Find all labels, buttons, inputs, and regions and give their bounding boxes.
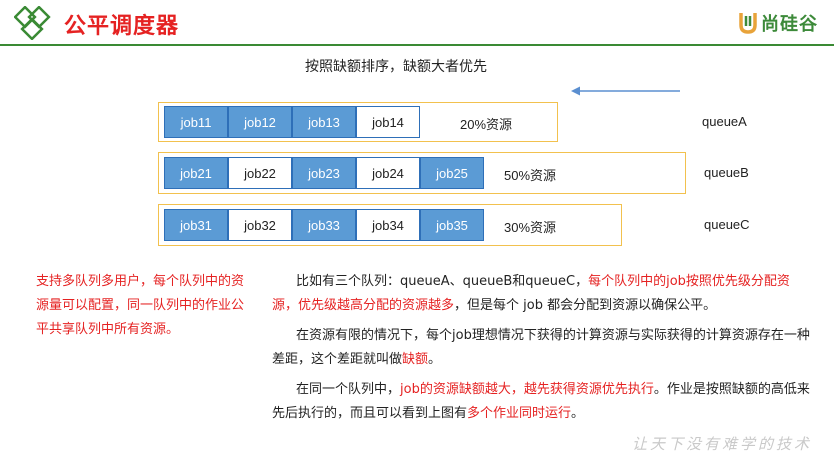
job-cell: job31 [164, 209, 228, 241]
job-cell: job35 [420, 209, 484, 241]
feature-note: 支持多队列多用户，每个队列中的资源量可以配置，同一队列中的作业公平共享队列中所有… [36, 274, 245, 337]
queue-b-jobs: job21 job22 job23 job24 job25 [164, 157, 484, 189]
highlight-text: 缺额 [402, 352, 429, 367]
queue-frame-b [158, 152, 686, 194]
text-span: 在资源有限的情况下，每个job理想情况下获得的计算资源与实际获得的计算资源存在一… [272, 328, 810, 367]
brand-mark-icon [739, 13, 757, 34]
highlight-text: 每个队列中的job按照优先级分配资源，优先级越高分配的资源越多 [272, 274, 790, 313]
brand-name: 尚硅谷 [761, 14, 818, 35]
queue-b-name: queueB [704, 165, 749, 180]
slide-subtitle: 按照缺额排序，缺额大者优先 [305, 59, 487, 75]
highlight-text: 多个作业同时运行 [467, 406, 572, 421]
job-cell: job13 [292, 106, 356, 138]
job-cell: job11 [164, 106, 228, 138]
brand-logo: 尚硅谷 [738, 10, 818, 36]
text-span: 。 [571, 406, 585, 421]
job-cell: job24 [356, 157, 420, 189]
queue-c-jobs: job31 job32 job33 job34 job35 [164, 209, 484, 241]
queue-b-share: 50%资源 [504, 168, 557, 183]
diamond-logo-icon [14, 6, 51, 40]
queue-c-name: queueC [704, 217, 750, 232]
explanation-paragraph-2: 在资源有限的情况下，每个job理想情况下获得的计算资源与实际获得的计算资源存在一… [272, 324, 812, 372]
job-cell: job22 [228, 157, 292, 189]
text-span: 。 [428, 352, 442, 367]
queue-frame-c [158, 204, 622, 246]
job-cell: job34 [356, 209, 420, 241]
text-span: 在同一个队列中， [296, 382, 401, 397]
text-span: 比如有三个队列：queueA、queueB和queueC， [296, 274, 589, 289]
job-cell: job33 [292, 209, 356, 241]
job-cell: job25 [420, 157, 484, 189]
text-span: 。作业是按照缺额的高低来先后执行的，而且可以看到上图有 [272, 382, 810, 421]
queue-frame-a [158, 102, 558, 142]
header-divider [0, 44, 834, 46]
explanation-paragraph-3: 在同一个队列中，job的资源缺额越大，越先获得资源优先执行。作业是按照缺额的高低… [272, 378, 812, 426]
arrow-left-icon [571, 86, 680, 96]
job-cell: job12 [228, 106, 292, 138]
job-cell: job21 [164, 157, 228, 189]
queue-c-share: 30%资源 [504, 220, 557, 235]
slide-title: 公平调度器 [64, 14, 180, 39]
highlight-text: job的资源缺额越大，越先获得资源优先执行 [400, 382, 654, 397]
queue-a-jobs: job11 job12 job13 job14 [164, 106, 420, 138]
text-span: ，但是每个 job 都会分配到资源以确保公平。 [454, 298, 717, 313]
slide-header: 公平调度器 尚硅谷 [0, 0, 834, 46]
queue-a-name: queueA [702, 114, 747, 129]
explanation-paragraph-1: 比如有三个队列：queueA、queueB和queueC，每个队列中的job按照… [272, 270, 812, 318]
queue-a-share: 20%资源 [460, 117, 513, 132]
footer-slogan: 让天下没有难学的技术 [631, 435, 812, 453]
explanation-text: 比如有三个队列：queueA、queueB和queueC，每个队列中的job按照… [272, 270, 812, 432]
job-cell: job32 [228, 209, 292, 241]
job-cell: job14 [356, 106, 420, 138]
job-cell: job23 [292, 157, 356, 189]
